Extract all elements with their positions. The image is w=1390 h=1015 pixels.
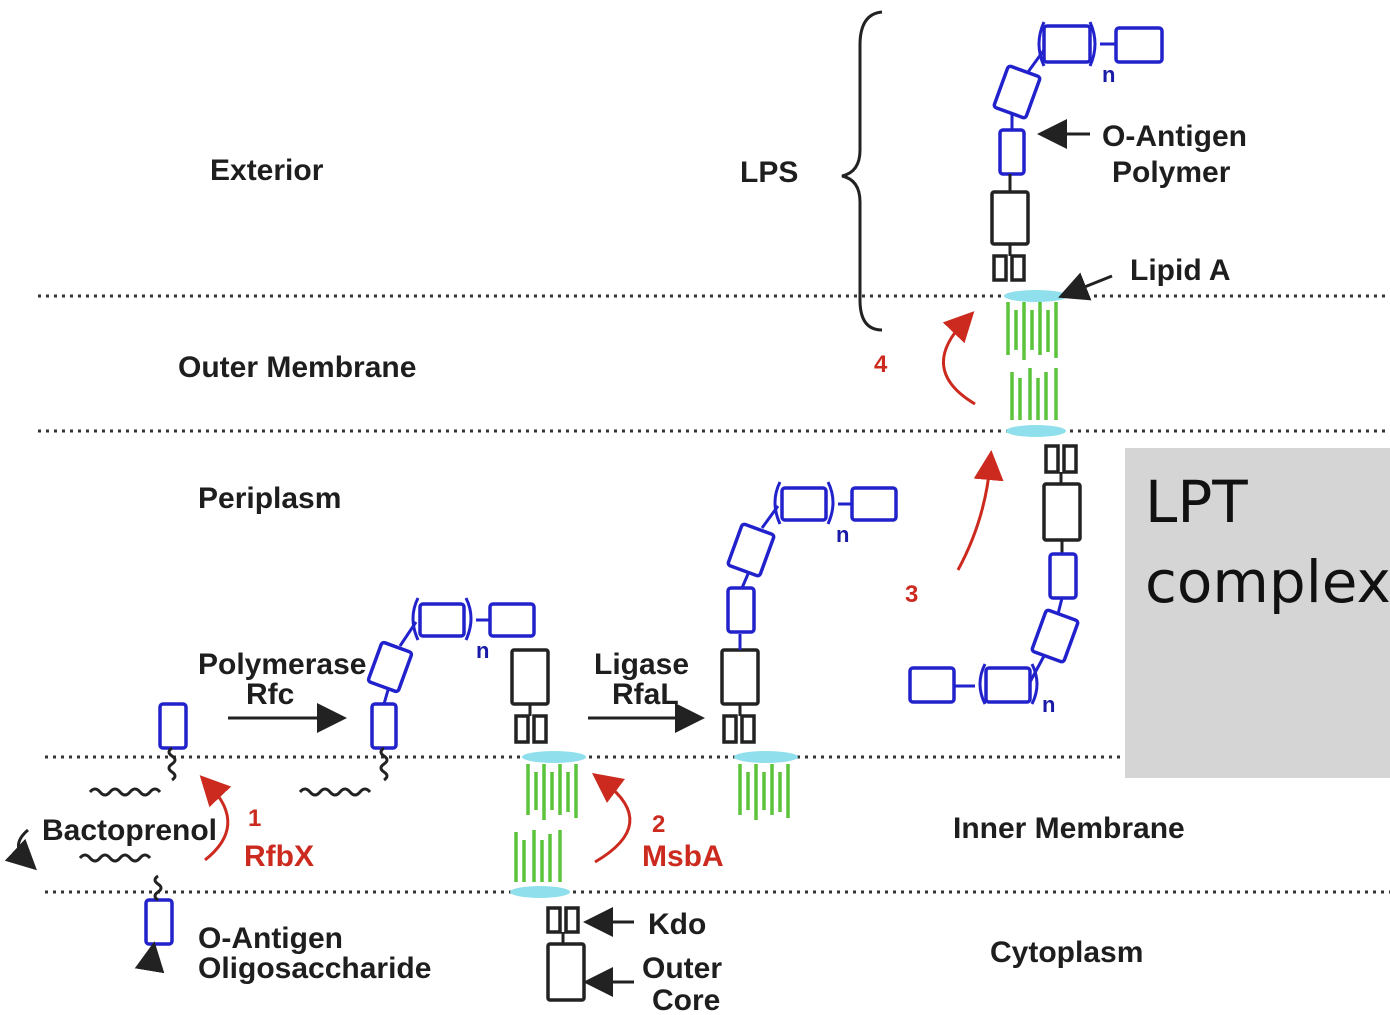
kdo-sugar (992, 254, 1008, 282)
step-2-name: MsbA (642, 840, 724, 873)
outer-core-label-line1: Outer (642, 952, 722, 985)
step-1-name: RfbX (244, 840, 314, 873)
lipid-a-head (734, 751, 798, 763)
outer-core (510, 648, 550, 706)
o-antigen-oligosaccharide-label-line1: O-Antigen (198, 922, 343, 955)
outer-core-label-line2: Core (652, 984, 720, 1015)
region-inner-membrane-label: Inner Membrane (953, 812, 1185, 845)
bactoprenol-label: Bactoprenol (42, 814, 217, 847)
outer-core (546, 942, 586, 1002)
repeat-n-label: n (1102, 62, 1115, 87)
lipid-a-head (510, 886, 570, 898)
membrane-boundaries (38, 294, 1390, 894)
region-cytoplasm-label: Cytoplasm (990, 936, 1143, 969)
kdo-sugar (740, 714, 756, 744)
ligase-label-line2: RfaL (612, 678, 679, 711)
o-antigen-repeat-unit (1042, 24, 1092, 64)
kdo-sugar (1044, 444, 1060, 474)
kdo-sugar (1062, 444, 1078, 474)
o-antigen-repeat-unit (418, 602, 466, 638)
o-antigen-polymer-on-bactoprenol: n (298, 597, 536, 797)
kdo-sugar (532, 714, 548, 744)
lps-label: LPS (740, 156, 798, 189)
o-antigen-terminal-unit (908, 666, 956, 704)
lipid-a-head (1006, 425, 1066, 437)
o-antigen-sugar (366, 640, 414, 694)
repeat-n-label: n (476, 638, 489, 663)
region-exterior-label: Exterior (210, 154, 324, 187)
lpt-complex-box: LPT complex (1125, 448, 1390, 778)
lipid-a-core-inner-membrane (510, 648, 586, 898)
kdo-label: Kdo (648, 908, 706, 941)
o-antigen-sugar (726, 522, 776, 578)
o-antigen-sugar (992, 64, 1042, 120)
lps-in-transit: n (908, 444, 1082, 717)
kdo-sugar (1010, 254, 1026, 282)
step-4-arrow (941, 311, 976, 406)
polymerase-label-line2: Rfc (246, 678, 294, 711)
o-antigen-sugar (726, 586, 756, 634)
o-antigen-terminal-unit (850, 486, 898, 522)
o-antigen-sugar (370, 702, 398, 750)
o-antigen-repeat-unit (780, 486, 828, 522)
repeat-n-label: n (836, 522, 849, 547)
region-periplasm-label: Periplasm (198, 482, 341, 515)
kdo-sugar (546, 906, 562, 934)
o-antigen-sugar (144, 898, 174, 946)
outer-core (1042, 482, 1082, 542)
lps-brace: LPS (740, 10, 883, 332)
mature-lps-molecule: n (990, 21, 1164, 437)
o-antigen-terminal-unit (1114, 26, 1164, 64)
step-3-number: 3 (905, 581, 918, 608)
region-outer-membrane-label: Outer Membrane (178, 351, 416, 384)
o-antigen-sugar (1048, 552, 1078, 600)
flipped-oligosaccharide (88, 702, 188, 797)
outer-core (990, 190, 1030, 246)
polymerase-label-line1: Polymerase (198, 648, 366, 681)
o-antigen-polymer-label-line1: O-Antigen (1102, 120, 1247, 153)
o-antigen-sugar (158, 702, 188, 750)
o-antigen-oligosaccharide (78, 853, 174, 974)
step-2-number: 2 (652, 811, 665, 838)
step-2-arrow (592, 772, 632, 864)
kdo-sugar (514, 714, 530, 744)
cytoplasmic-lipid-a-core (546, 906, 586, 1002)
o-antigen-sugar (998, 128, 1026, 176)
kdo-sugar (564, 906, 580, 934)
o-antigen-repeat-unit (984, 666, 1032, 704)
lpt-complex-label: LPT complex (1145, 468, 1390, 616)
step-1-number: 1 (248, 805, 261, 832)
ligase-label-line1: Ligase (594, 648, 689, 681)
outer-core (720, 648, 760, 706)
kdo-sugar (722, 714, 738, 744)
lipid-a-label: Lipid A (1130, 254, 1231, 287)
step-1-arrow (199, 775, 232, 862)
repeat-n-label: n (1042, 692, 1055, 717)
o-antigen-polymer-label-line2: Polymer (1112, 156, 1231, 189)
o-antigen-oligosaccharide-label-line2: Oligosaccharide (198, 952, 431, 985)
step-3-arrow (956, 450, 1004, 571)
o-antigen-terminal-unit (488, 602, 536, 638)
lipid-a-head (1004, 290, 1068, 302)
step-4-number: 4 (874, 351, 888, 378)
ligated-lps-inner-membrane: n (720, 481, 898, 820)
o-antigen-sugar (1030, 608, 1080, 664)
lipid-a-head (522, 751, 586, 763)
